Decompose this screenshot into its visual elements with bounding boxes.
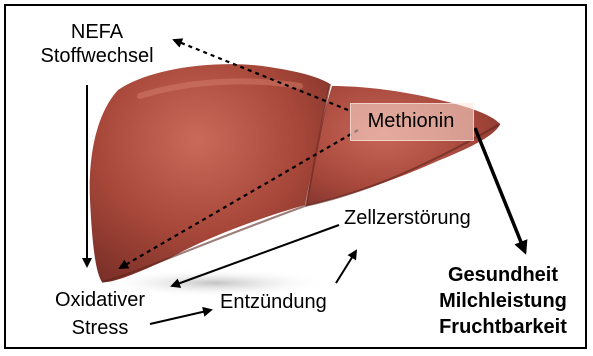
- outcome-fruchtbarkeit: Fruchtbarkeit: [418, 314, 588, 340]
- entzuendung-label: Entzündung: [220, 290, 327, 314]
- oxidativer-line1: Oxidativer: [38, 288, 162, 312]
- liver-left-lobe: [90, 64, 330, 282]
- zellzerstoerung-label: Zellzerstörung: [344, 206, 471, 230]
- nefa-line1: NEFA: [38, 20, 156, 44]
- outcome-milchleistung: Milchleistung: [418, 288, 588, 314]
- oxidativer-line2: Stress: [38, 316, 162, 340]
- oxidativer-stress-label: Oxidativer Stress: [38, 288, 162, 340]
- methionin-label: Methionin: [350, 109, 472, 133]
- outcome-gesundheit: Gesundheit: [418, 262, 588, 288]
- arrow-entzuendung-to-zellzerstoerung: [336, 251, 356, 283]
- nefa-label: NEFA Stoffwechsel: [38, 20, 156, 68]
- outcomes-label: Gesundheit Milchleistung Fruchtbarkeit: [418, 262, 588, 340]
- nefa-line2: Stoffwechsel: [38, 44, 156, 68]
- arrow-methionin-to-outcomes: [475, 128, 525, 252]
